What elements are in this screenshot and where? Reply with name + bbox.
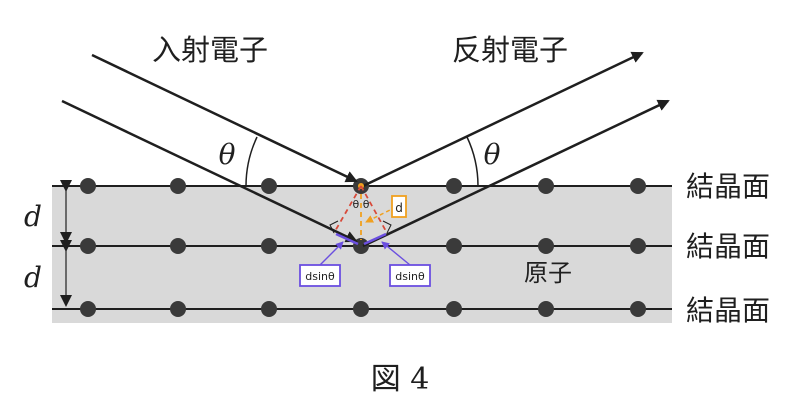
dsin-box-right <box>389 264 431 287</box>
atom <box>630 238 646 254</box>
right-angle-mark-left <box>329 220 339 234</box>
atom <box>170 301 186 317</box>
atom <box>353 301 369 317</box>
atom <box>80 238 96 254</box>
atom <box>261 178 277 194</box>
right-angle-mark-right <box>382 220 392 234</box>
path-diff-segment-left <box>335 232 359 246</box>
dsin-leader-right <box>381 241 411 266</box>
atom <box>538 238 554 254</box>
crystal-plane-label-2: 結晶面 <box>686 230 770 263</box>
atom-row-3 <box>80 301 646 317</box>
reflected-ray-lower <box>362 99 670 248</box>
dsin-left-label: dsinθ <box>305 270 335 283</box>
theta-small-label: θ θ <box>353 198 370 211</box>
atom <box>261 301 277 317</box>
atom-label: 原子 <box>524 259 572 287</box>
atom <box>170 178 186 194</box>
atom <box>80 301 96 317</box>
atom <box>538 178 554 194</box>
perpendicular-dashed-left <box>333 185 362 234</box>
crystal-region <box>52 186 672 323</box>
reflected-electron-label: 反射電子 <box>452 33 568 67</box>
atom <box>80 178 96 194</box>
theta-right-label: θ <box>484 138 501 171</box>
incident-electron-label: 入射電子 <box>152 33 268 67</box>
theta-arc-left <box>245 136 258 187</box>
figure-caption: 図 4 <box>371 362 430 397</box>
d-upper-label: d <box>24 200 42 233</box>
dsin-box-left <box>299 264 341 287</box>
atom <box>630 178 646 194</box>
d-box-label: d <box>395 201 403 215</box>
atom <box>261 238 277 254</box>
d-leader-line <box>365 206 397 223</box>
atom <box>446 178 462 194</box>
incident-ray-lower <box>61 99 358 243</box>
atom <box>538 301 554 317</box>
dsin-leader-left <box>319 241 344 266</box>
reflected-ray-upper <box>362 51 644 188</box>
dsin-right-label: dsinθ <box>395 270 425 283</box>
atom <box>446 238 462 254</box>
atom <box>170 238 186 254</box>
d-lower-label: d <box>24 261 42 294</box>
theta-arc-right <box>466 136 479 187</box>
crystal-plane-label-1: 結晶面 <box>686 170 770 203</box>
crystal-plane-label-3: 結晶面 <box>686 294 770 327</box>
atom <box>630 301 646 317</box>
theta-left-label: θ <box>219 138 236 171</box>
path-diff-segment-right <box>363 232 387 246</box>
d-box <box>391 195 407 218</box>
atom <box>446 301 462 317</box>
incident-ray-upper <box>91 53 358 183</box>
